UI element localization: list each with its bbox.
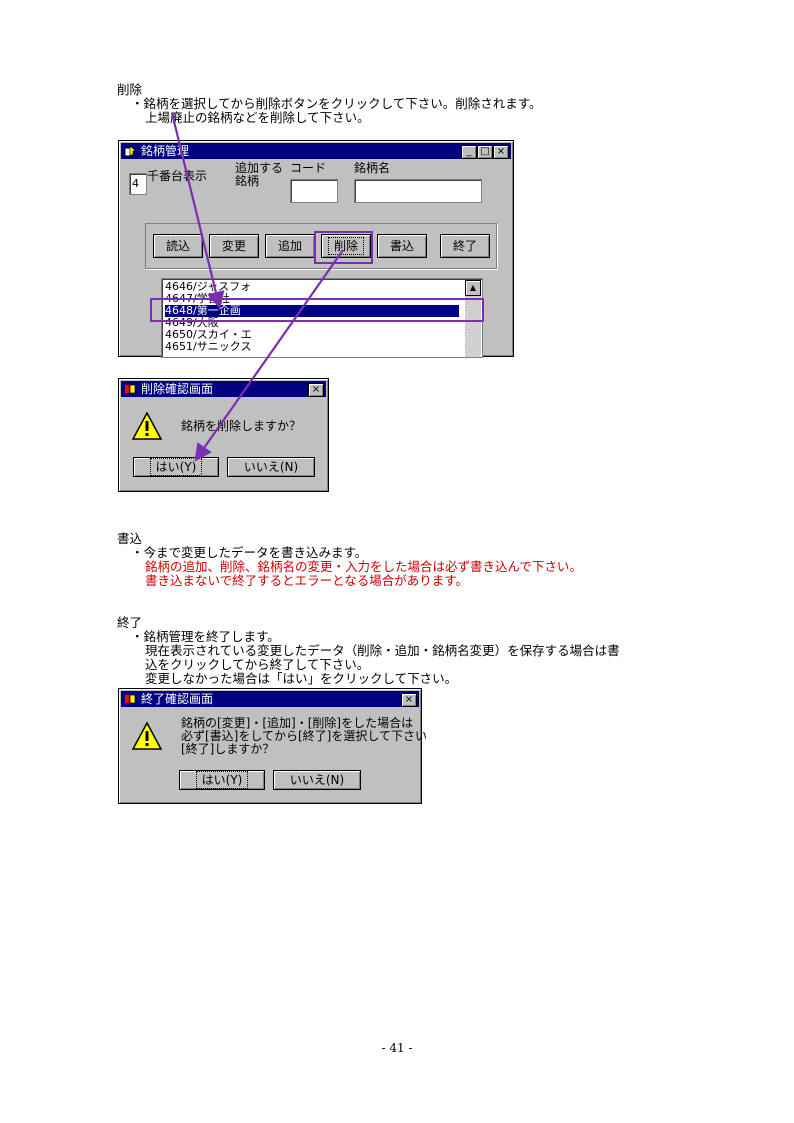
exit-yes-button[interactable]: はい(Y) — [179, 770, 265, 790]
annotation-arrows — [170, 112, 344, 462]
delete-no-button[interactable]: いいえ(N) — [227, 457, 315, 477]
close-icon[interactable]: × — [493, 145, 509, 159]
read-button[interactable]: 読込 — [153, 234, 203, 258]
exit-section-heading: 終了 — [117, 615, 143, 630]
thousand-display-label: 千番台表示 — [147, 169, 208, 183]
delete-instruction-line1: ・銘柄を選択してから削除ボタンをクリックして下さい。削除されます。 — [131, 96, 542, 111]
page-number: - 41 - — [381, 1041, 413, 1055]
exit-confirm-dialog: 終了確認画面 × 銘柄の[変更]・[追加]・[削除]をした場合は 必ず[書込]を… — [118, 688, 427, 804]
code-input[interactable] — [290, 179, 338, 203]
exit-instruction-line2: 現在表示されている変更したデータ（削除・追加・銘柄名変更）を保存する場合は書 — [145, 643, 620, 658]
add-brand-label-2: 銘柄 — [235, 174, 260, 188]
write-button[interactable]: 書込 — [377, 234, 427, 258]
warning-icon — [131, 721, 163, 750]
app-icon — [125, 384, 136, 394]
exit-yes-label: はい(Y) — [195, 771, 249, 789]
arrow-to-yes-button — [194, 249, 344, 462]
add-button[interactable]: 追加 — [265, 234, 315, 258]
delete-dialog-titlebar: 削除確認画面 × — [121, 381, 326, 397]
delete-button[interactable]: 削除 — [321, 234, 371, 258]
delete-instruction-line2: 上場廃止の銘柄などを削除して下さい。 — [145, 110, 370, 125]
exit-dialog-message-3: [終了]しますか？ — [181, 742, 275, 756]
change-button-label: 変更 — [221, 239, 246, 253]
change-button[interactable]: 変更 — [209, 234, 259, 258]
thousand-number-input[interactable]: 4 — [129, 173, 147, 195]
delete-button-highlight — [314, 231, 373, 264]
brand-name-input[interactable] — [354, 179, 482, 203]
list-item[interactable]: 4650/スカイ・エ — [165, 328, 252, 341]
window-title: 銘柄管理 — [141, 144, 190, 158]
close-icon[interactable]: × — [308, 383, 324, 397]
close-icon[interactable]: × — [401, 693, 417, 707]
exit-button-label: 終了 — [452, 239, 477, 253]
delete-confirm-dialog: 削除確認画面 × 銘柄を削除しますか？ はい(Y) いいえ(N) — [118, 378, 329, 492]
selected-row-highlight — [150, 298, 484, 322]
exit-dialog-titlebar: 終了確認画面 × — [121, 691, 419, 707]
delete-dialog-message: 銘柄を削除しますか？ — [181, 419, 302, 433]
write-section-heading: 書込 — [117, 531, 143, 546]
exit-button[interactable]: 終了 — [440, 234, 490, 258]
exit-instruction-line3: 込をクリックしてから終了して下さい。 — [145, 657, 370, 672]
write-warning-line1: 銘柄の追加、削除、銘柄名の変更・入力をした場合は必ず書き込んで下さい。 — [145, 559, 582, 574]
read-button-label: 読込 — [165, 239, 190, 253]
delete-dialog-title: 削除確認画面 — [141, 382, 214, 396]
exit-dialog-message-2: 必ず[書込]をしてから[終了]を選択して下さい — [181, 729, 428, 743]
exit-instruction-line4: 変更しなかった場合は「はい」をクリックして下さい。 — [145, 671, 458, 686]
add-brand-label-1: 追加する — [235, 161, 284, 175]
exit-no-button[interactable]: いいえ(N) — [273, 770, 361, 790]
exit-dialog-message-1: 銘柄の[変更]・[追加]・[削除]をした場合は — [181, 716, 414, 730]
list-item[interactable]: 4649/大阪 — [165, 316, 219, 329]
delete-no-label: いいえ(N) — [243, 460, 299, 474]
app-icon — [124, 145, 137, 157]
write-instruction-line1: ・今まで変更したデータを書き込みます。 — [131, 545, 368, 560]
scroll-up-icon[interactable]: ▲ — [465, 280, 481, 296]
delete-yes-label: はい(Y) — [149, 458, 203, 476]
arrow-to-selected-row — [170, 112, 225, 310]
code-label: コード — [290, 161, 327, 175]
warning-icon — [131, 411, 163, 440]
write-warning-line2: 書き込まないで終了するとエラーとなる場合があります。 — [145, 573, 469, 588]
delete-yes-button[interactable]: はい(Y) — [133, 457, 219, 477]
exit-no-label: いいえ(N) — [289, 773, 345, 787]
maximize-icon[interactable]: □ — [477, 145, 493, 159]
delete-button-label: 削除 — [327, 237, 365, 255]
exit-dialog-title: 終了確認画面 — [141, 692, 214, 706]
app-icon — [125, 694, 136, 704]
exit-instruction-line1: ・銘柄管理を終了します。 — [131, 629, 280, 644]
brand-name-label: 銘柄名 — [354, 161, 391, 175]
list-item[interactable]: 4646/ジャスフォ — [165, 280, 252, 293]
add-button-label: 追加 — [277, 239, 302, 253]
delete-section-heading: 削除 — [117, 82, 143, 97]
minimize-icon[interactable]: _ — [461, 145, 477, 159]
brand-manager-titlebar: 銘柄管理 _ □ × — [121, 143, 511, 159]
write-button-label: 書込 — [389, 239, 414, 253]
list-item[interactable]: 4651/サニックス — [165, 340, 252, 353]
button-group — [145, 223, 497, 269]
